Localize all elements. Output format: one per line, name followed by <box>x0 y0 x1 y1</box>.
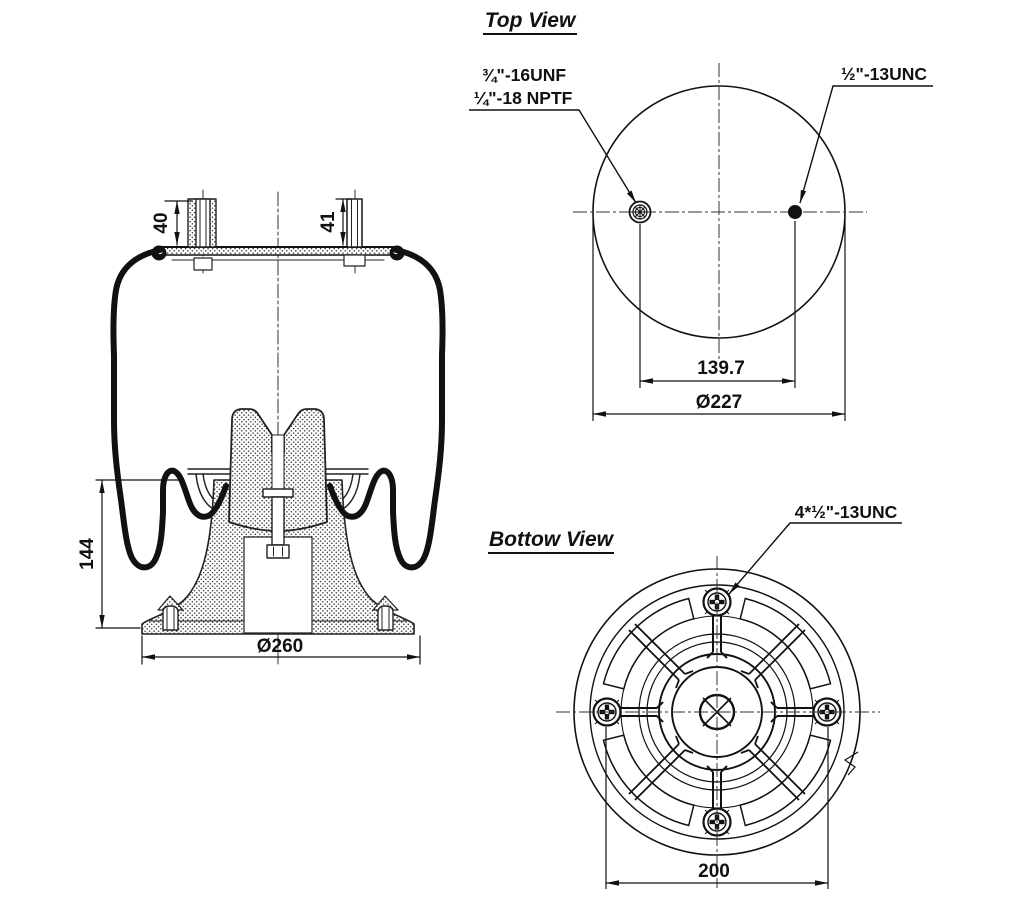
top-dimensions <box>592 218 846 421</box>
base-stud-left <box>157 595 184 631</box>
base-stud-right <box>372 595 399 631</box>
bottom-dimensions <box>605 727 829 889</box>
label-base-bolts: 4*½"-13UNC <box>795 502 898 522</box>
arc-band-segments <box>602 597 832 827</box>
label-air-fitting-2: ¼"-18 NPTF <box>474 88 573 108</box>
dim-height: 144 <box>77 538 98 570</box>
dim-stud-right: 41 <box>318 211 339 233</box>
bottom-view-crosshair <box>556 556 880 888</box>
center-slot <box>271 434 285 491</box>
mounting-stud-top <box>788 205 802 219</box>
top-view: Top View <box>469 9 933 421</box>
dim-bolt-spacing: 200 <box>698 861 730 882</box>
dim-hole-spacing: 139.7 <box>697 358 745 379</box>
air-port-symbol <box>628 200 652 224</box>
label-mounting-stud: ½"-13UNC <box>841 64 927 84</box>
bottom-view-title: Bottow View <box>489 528 615 551</box>
radial-ribs <box>620 616 814 809</box>
piston-cone <box>228 408 328 532</box>
side-dimensions <box>95 198 421 665</box>
rim-notch <box>843 751 859 776</box>
dim-base-diameter: Ø260 <box>257 636 303 657</box>
center-bolt <box>262 488 294 559</box>
rubber-bellow <box>110 247 446 571</box>
label-air-fitting-1: ¾"-16UNF <box>482 65 566 85</box>
bottom-view: Bottow View <box>488 502 902 889</box>
top-view-crosshair <box>573 63 867 360</box>
dim-stud-left: 40 <box>151 212 172 233</box>
mounting-stud-side <box>343 198 366 267</box>
dim-plate-diameter: Ø227 <box>696 392 742 413</box>
top-view-title: Top View <box>485 9 577 32</box>
diagonal-ribs <box>628 623 806 801</box>
side-view: 40 41 144 Ø260 <box>77 189 446 665</box>
air-fitting-stud <box>187 198 217 271</box>
